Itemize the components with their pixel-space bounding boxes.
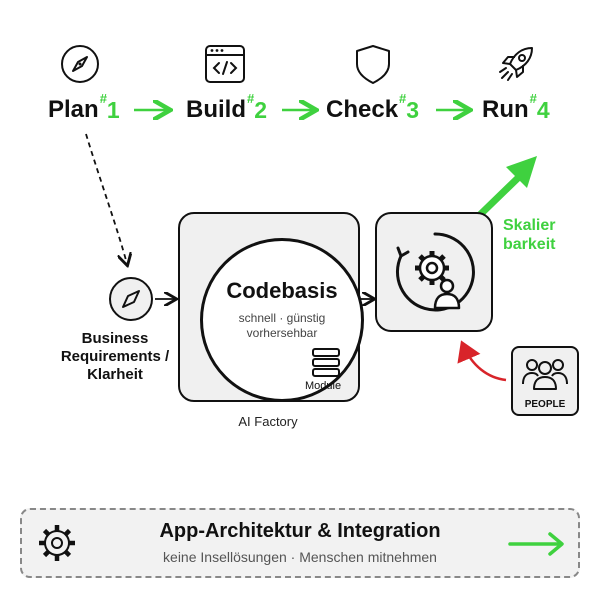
business-line: Requirements / [60,348,170,365]
feedback-arrow-people [457,340,507,382]
business-line: Klarheit [87,366,143,383]
architecture-title: App-Architektur & Integration [159,520,441,542]
stage-run: Run # 4 [482,88,550,132]
stage-build: Build # 2 [186,88,267,132]
code-window-icon [203,42,247,86]
module-stack-icon [312,348,340,377]
codebasis-subtitle-line1: schnell · günstig [238,311,326,325]
stage-number: 3 [406,97,420,123]
stage-name: Plan [48,96,99,123]
architecture-bar [20,508,580,578]
module-label: Module [305,380,342,392]
scaling-line: Skalier [503,217,556,234]
scaling-label: Skalier barkeit [503,216,555,254]
architecture-subtitle: keine Insellösungen · Menschen mitnehmen [163,549,437,565]
stage-hash: # [529,91,537,106]
stage-name: Check [326,96,399,123]
stage-plan: Plan # 1 [48,88,120,132]
codebasis-subtitle-line2: vorhersehbar [246,326,318,340]
business-requirements-label: Business Requirements / Klarheit [20,330,210,384]
gear-icon [39,525,75,561]
business-line: Business [81,330,149,347]
rocket-icon [494,42,538,86]
arrow-right-icon [508,532,564,556]
people-group-icon [522,359,568,390]
stage-number: 2 [254,97,268,123]
shield-icon [351,42,395,86]
stage-hash: # [247,91,255,106]
stage-name: Build [186,96,246,123]
stage-check: Check # 3 [326,88,419,132]
people-label: PEOPLE [524,399,566,410]
business-compass-icon [109,277,153,321]
stage-number: 1 [106,97,120,123]
gear-person-icon [395,232,475,312]
dashed-arrow-plan-business [85,133,127,264]
ai-factory-label: AI Factory [238,414,298,429]
scaling-line: barkeit [503,236,556,253]
stage-name: Run [482,96,529,123]
stage-hash: # [99,91,107,106]
compass-icon [58,42,102,86]
stage-hash: # [399,91,407,106]
stage-number: 4 [536,97,550,123]
codebasis-title: Codebasis [226,278,338,303]
